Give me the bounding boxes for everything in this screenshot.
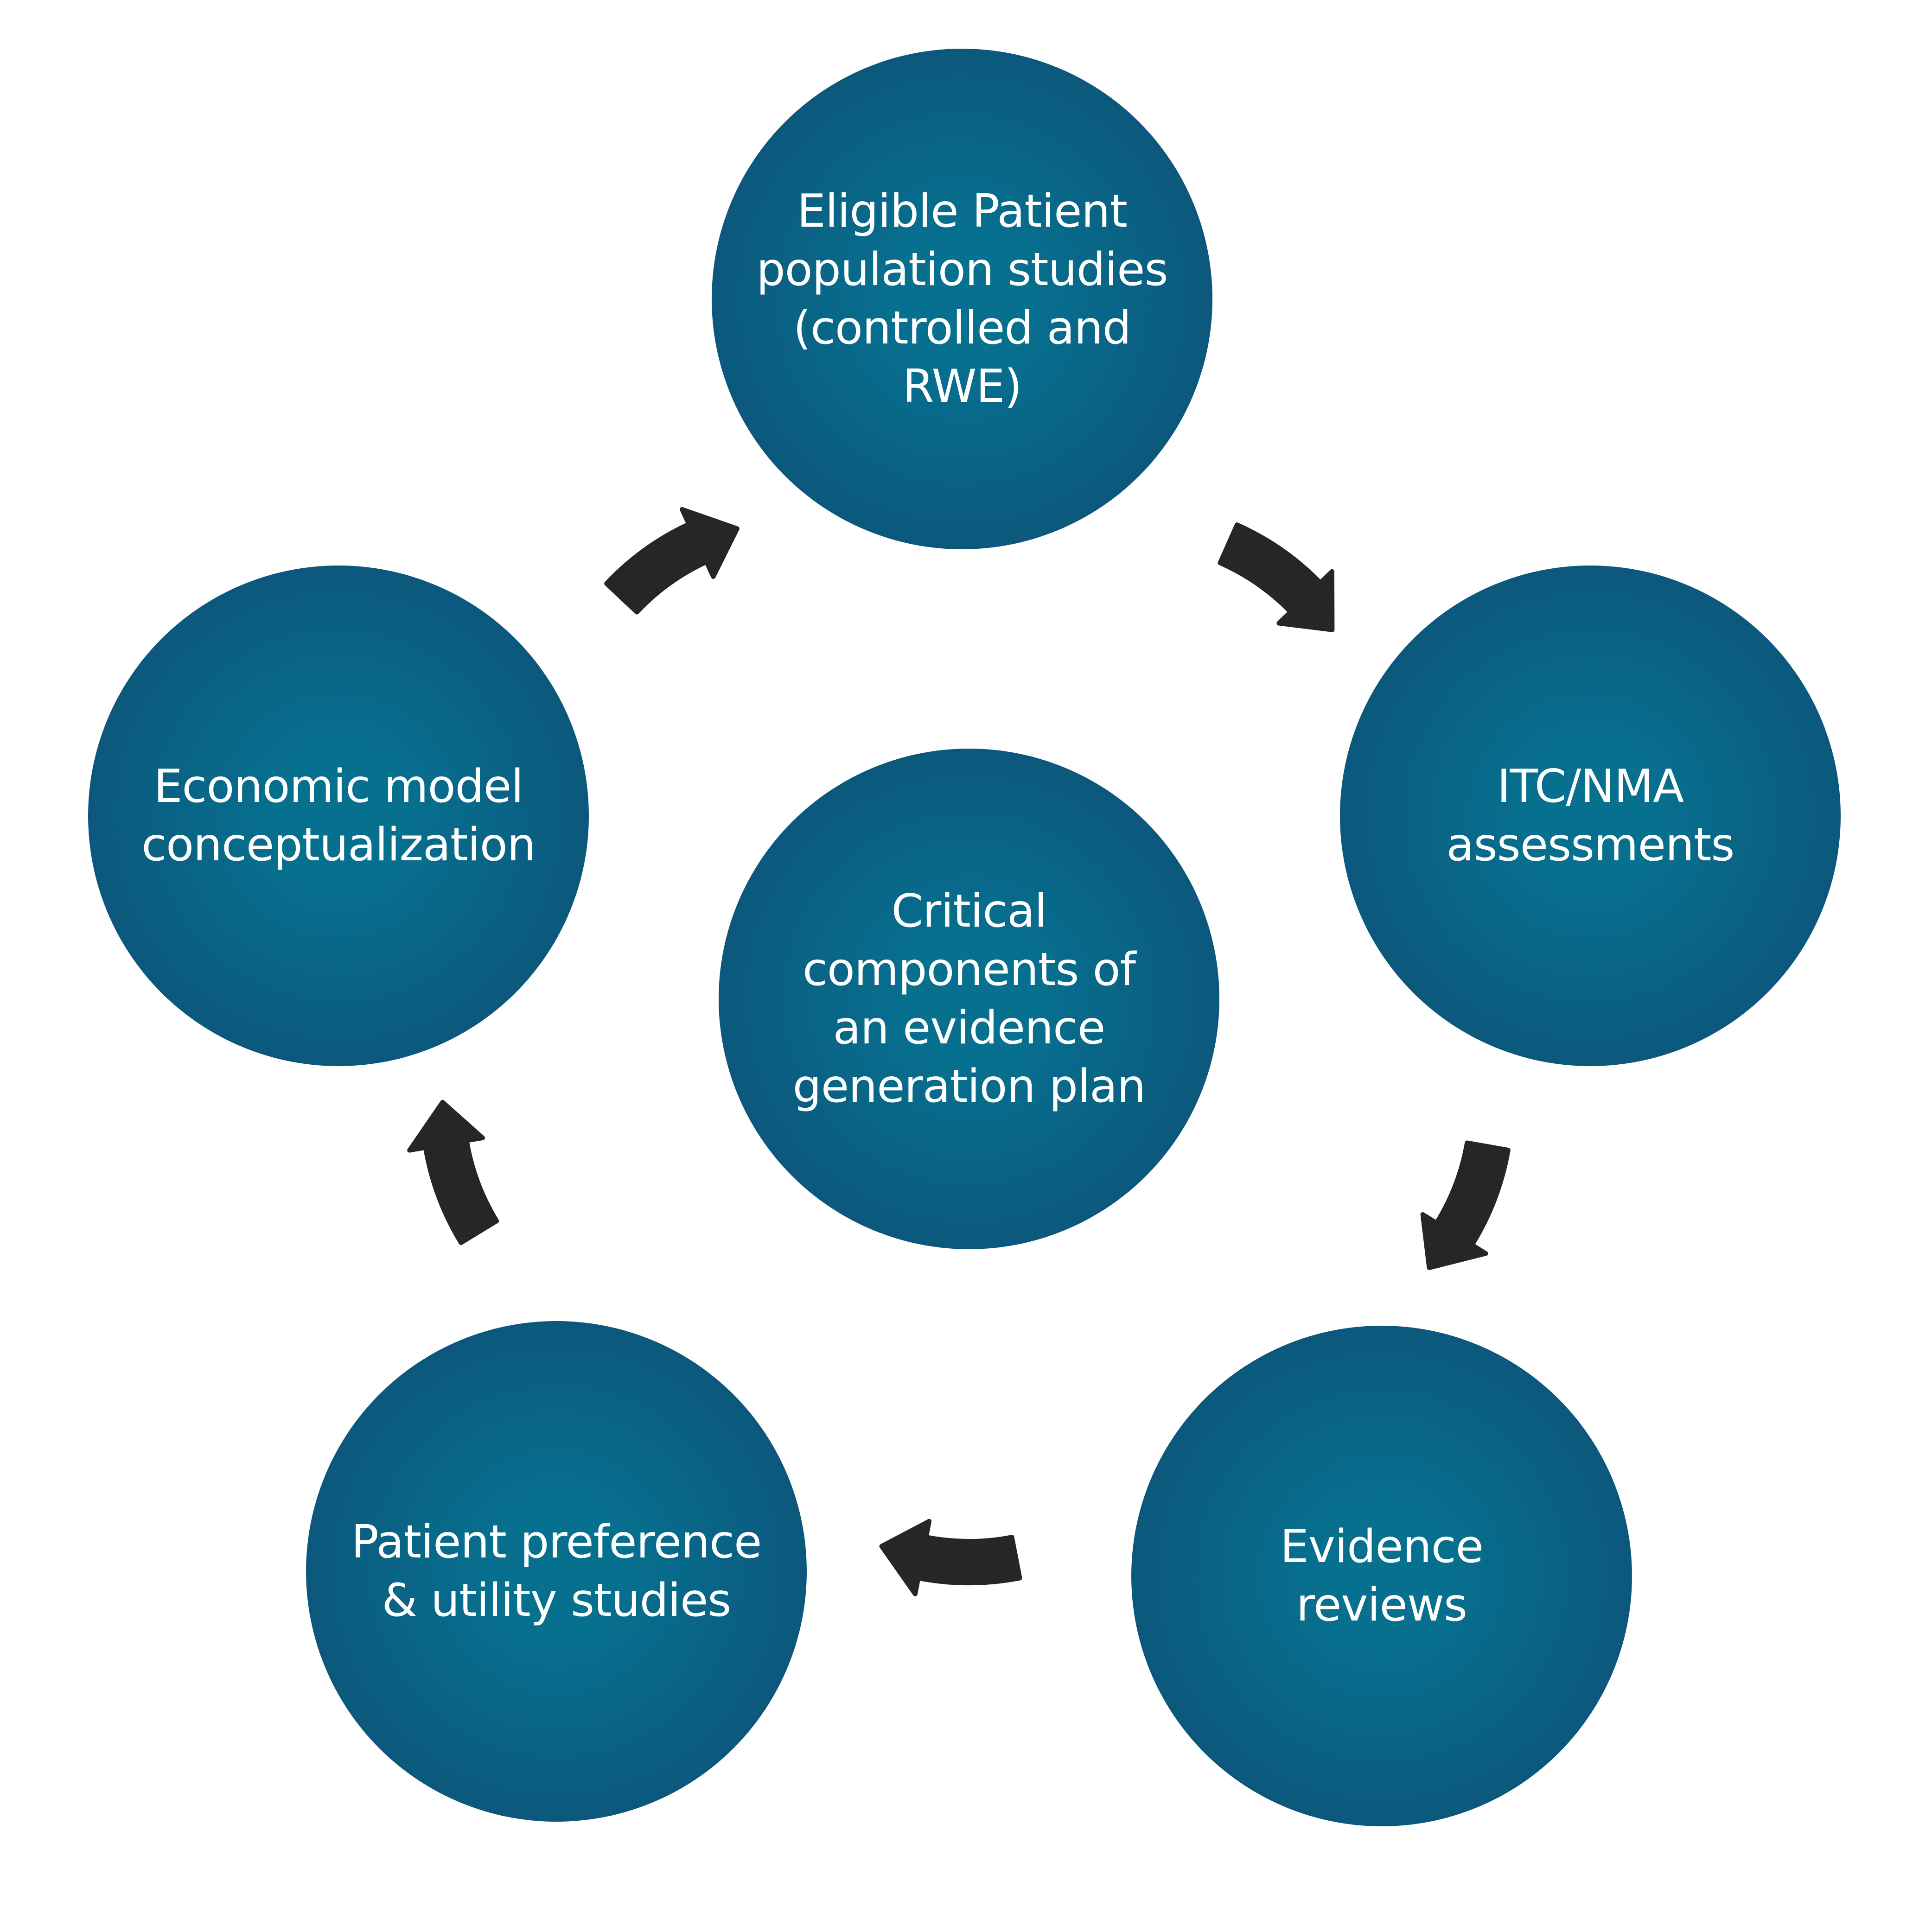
node-itc-nma: ITC/NMA assessments [1340, 566, 1841, 1066]
center-node-label: Critical components of an evidence gener… [792, 885, 1146, 1113]
curved-arrow-icon [1218, 522, 1335, 632]
curved-arrow-icon [407, 1099, 499, 1245]
center-node: Critical components of an evidence gener… [719, 749, 1219, 1249]
curved-arrow-icon [1420, 1140, 1511, 1270]
node-evidence-reviews-label: Evidence reviews [1280, 1520, 1484, 1632]
node-eligible-patient: Eligible Patient population studies (con… [712, 49, 1212, 549]
node-patient-preference-label: Patient preference & utility studies [351, 1516, 762, 1627]
curved-arrow-icon [604, 507, 740, 615]
node-evidence-reviews: Evidence reviews [1131, 1326, 1632, 1826]
node-itc-nma-label: ITC/NMA assessments [1446, 760, 1735, 871]
node-economic-model: Economic model conceptualization [88, 566, 589, 1066]
node-patient-preference: Patient preference & utility studies [306, 1321, 807, 1822]
node-economic-model-label: Economic model conceptualization [141, 760, 536, 871]
curved-arrow-icon [879, 1519, 1022, 1596]
node-eligible-patient-label: Eligible Patient population studies (con… [756, 185, 1168, 413]
